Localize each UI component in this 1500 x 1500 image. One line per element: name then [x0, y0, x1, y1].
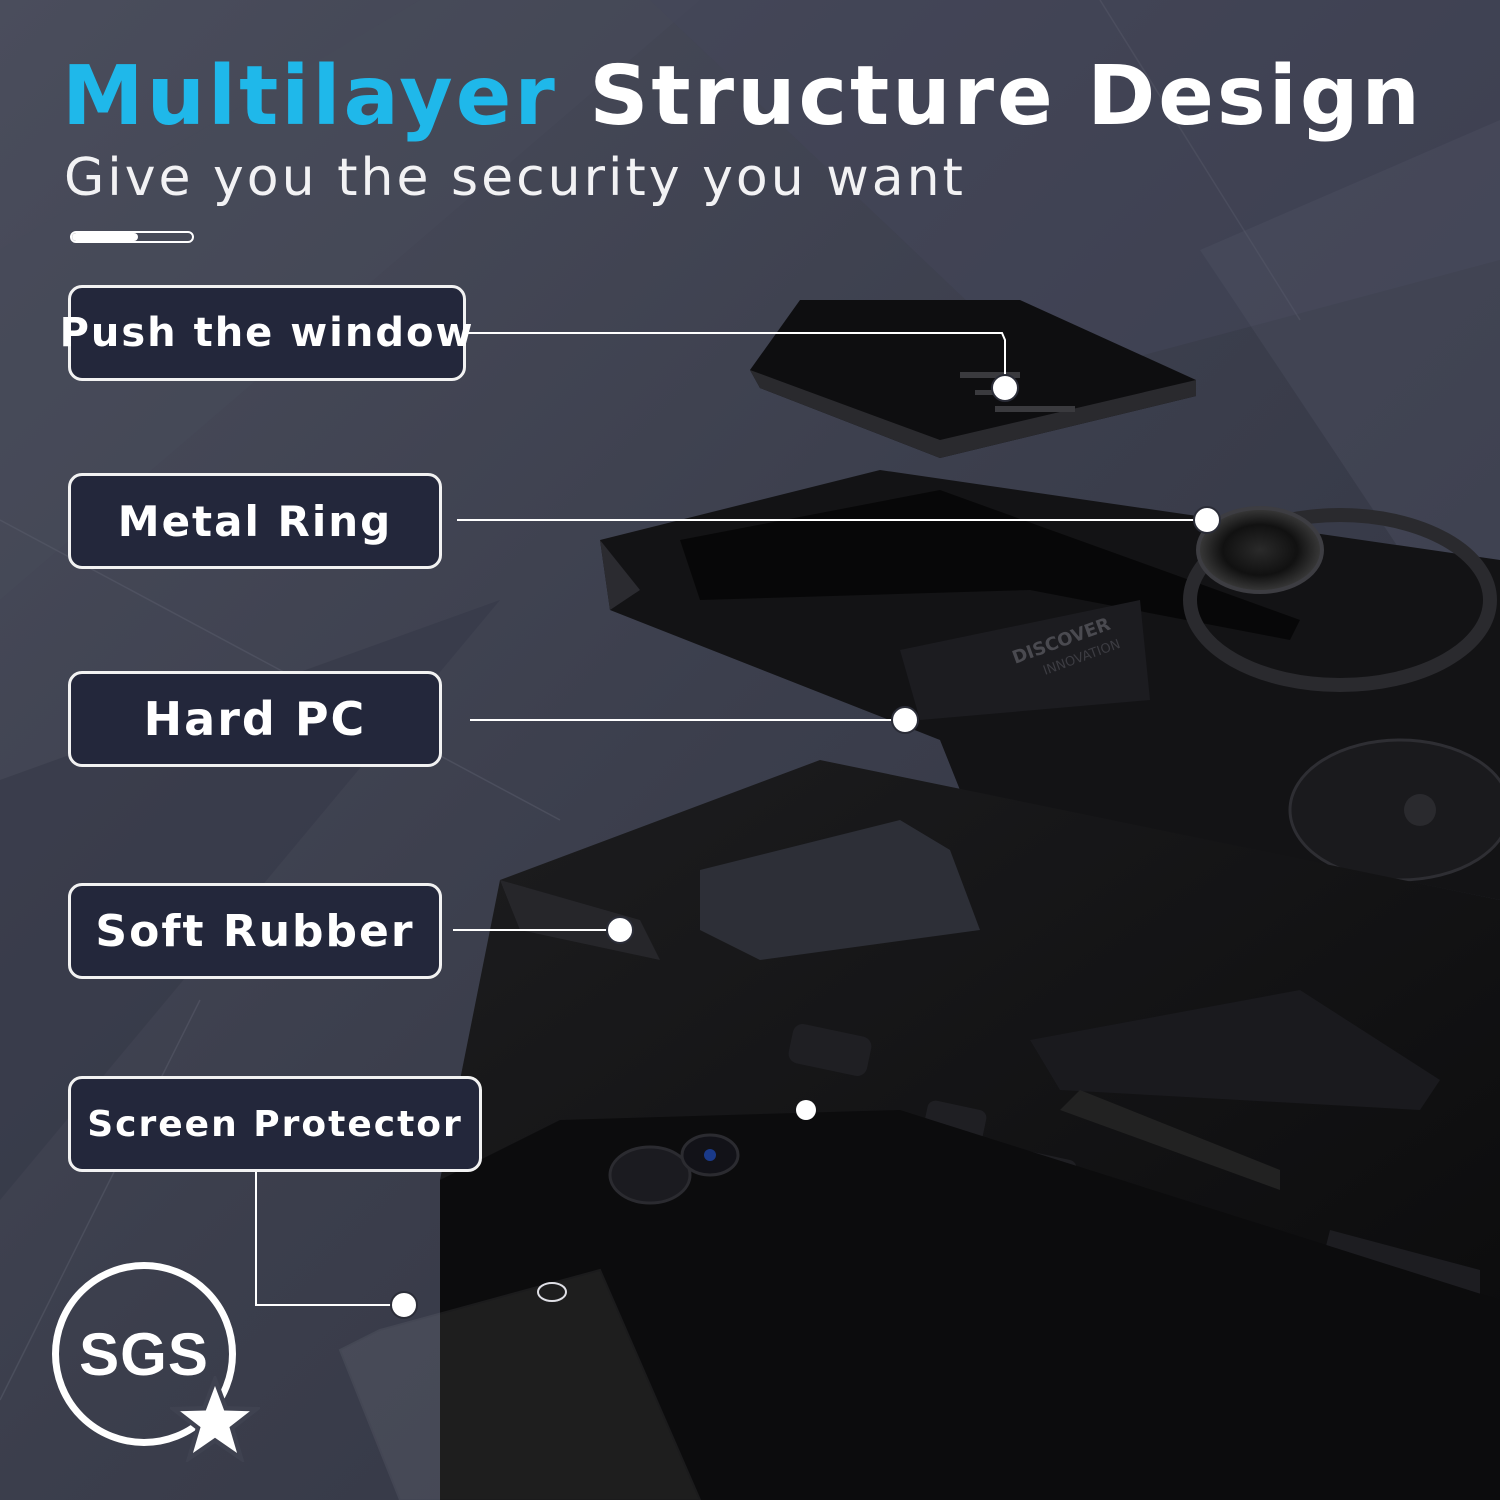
label-metal-ring: Metal Ring [68, 473, 442, 569]
label-push-the-window: Push the window [60, 285, 472, 381]
page-title: Multilayer Structure Design [62, 52, 1423, 142]
star-icon [170, 1376, 260, 1462]
title-accent: Multilayer [62, 49, 558, 144]
page-subtitle: Give you the security you want [64, 148, 966, 208]
progress-indicator [70, 231, 194, 243]
label-hard-pc: Hard PC [68, 671, 442, 767]
metal-ring-kickstand [1183, 506, 1497, 692]
screen-protector-glass [338, 1268, 702, 1500]
title-rest: Structure Design [557, 49, 1423, 144]
label-soft-rubber: Soft Rubber [68, 883, 442, 979]
sgs-badge: SGS [52, 1262, 236, 1446]
phone-device [440, 1100, 1500, 1500]
label-screen-protector: Screen Protector [68, 1076, 482, 1172]
progress-fill [72, 233, 138, 241]
bg-facet [650, 0, 1500, 380]
